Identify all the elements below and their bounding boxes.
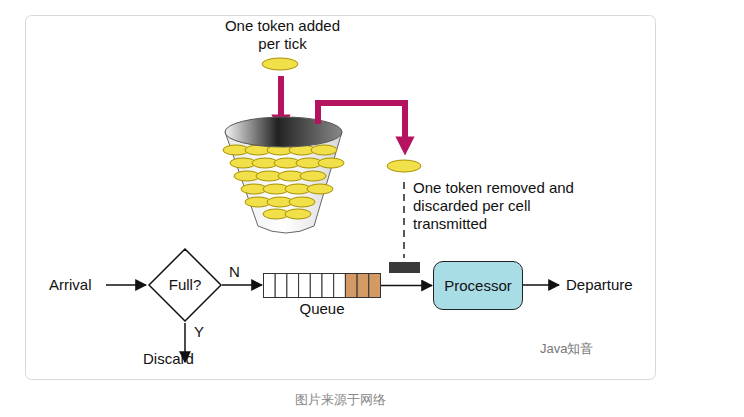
- process-box: Processor: [433, 261, 523, 310]
- arrival-arrow: [106, 284, 146, 286]
- node-label: Full?: [169, 276, 202, 294]
- flow-arrow: [381, 285, 432, 287]
- queue-label: Queue: [263, 300, 381, 318]
- watermark: Java知音: [540, 340, 650, 358]
- token-note: One token removed and discarded per cell…: [413, 179, 583, 233]
- token: [311, 145, 337, 155]
- token: [300, 171, 326, 181]
- cell: [389, 262, 420, 273]
- queue-box: Queue: [263, 273, 381, 298]
- bucket-tokens: [223, 145, 344, 219]
- flow-label: Departure: [566, 276, 651, 294]
- departure-arrow: [523, 284, 559, 286]
- token: [387, 160, 421, 172]
- flow-label: Discard: [143, 350, 213, 368]
- branch-label: N: [228, 263, 241, 281]
- flow-label: Arrival: [49, 276, 109, 294]
- branch-label: Y: [194, 323, 214, 341]
- node-label: Processor: [444, 277, 512, 295]
- frame: [26, 16, 656, 380]
- token-note: One token added per tick: [215, 17, 350, 53]
- decision-diamond: Full?: [148, 248, 222, 322]
- flow-arrow: [222, 284, 262, 286]
- queue-cells: [263, 273, 381, 298]
- token: [285, 209, 311, 219]
- token: [262, 58, 298, 70]
- caption: 图片来源于网络: [0, 391, 680, 409]
- token: [307, 184, 333, 194]
- token-out-arrow: [318, 103, 405, 146]
- token: [318, 158, 344, 168]
- token: [289, 197, 315, 207]
- bucket-mouth: [225, 117, 342, 147]
- dashed-leader: [403, 182, 405, 258]
